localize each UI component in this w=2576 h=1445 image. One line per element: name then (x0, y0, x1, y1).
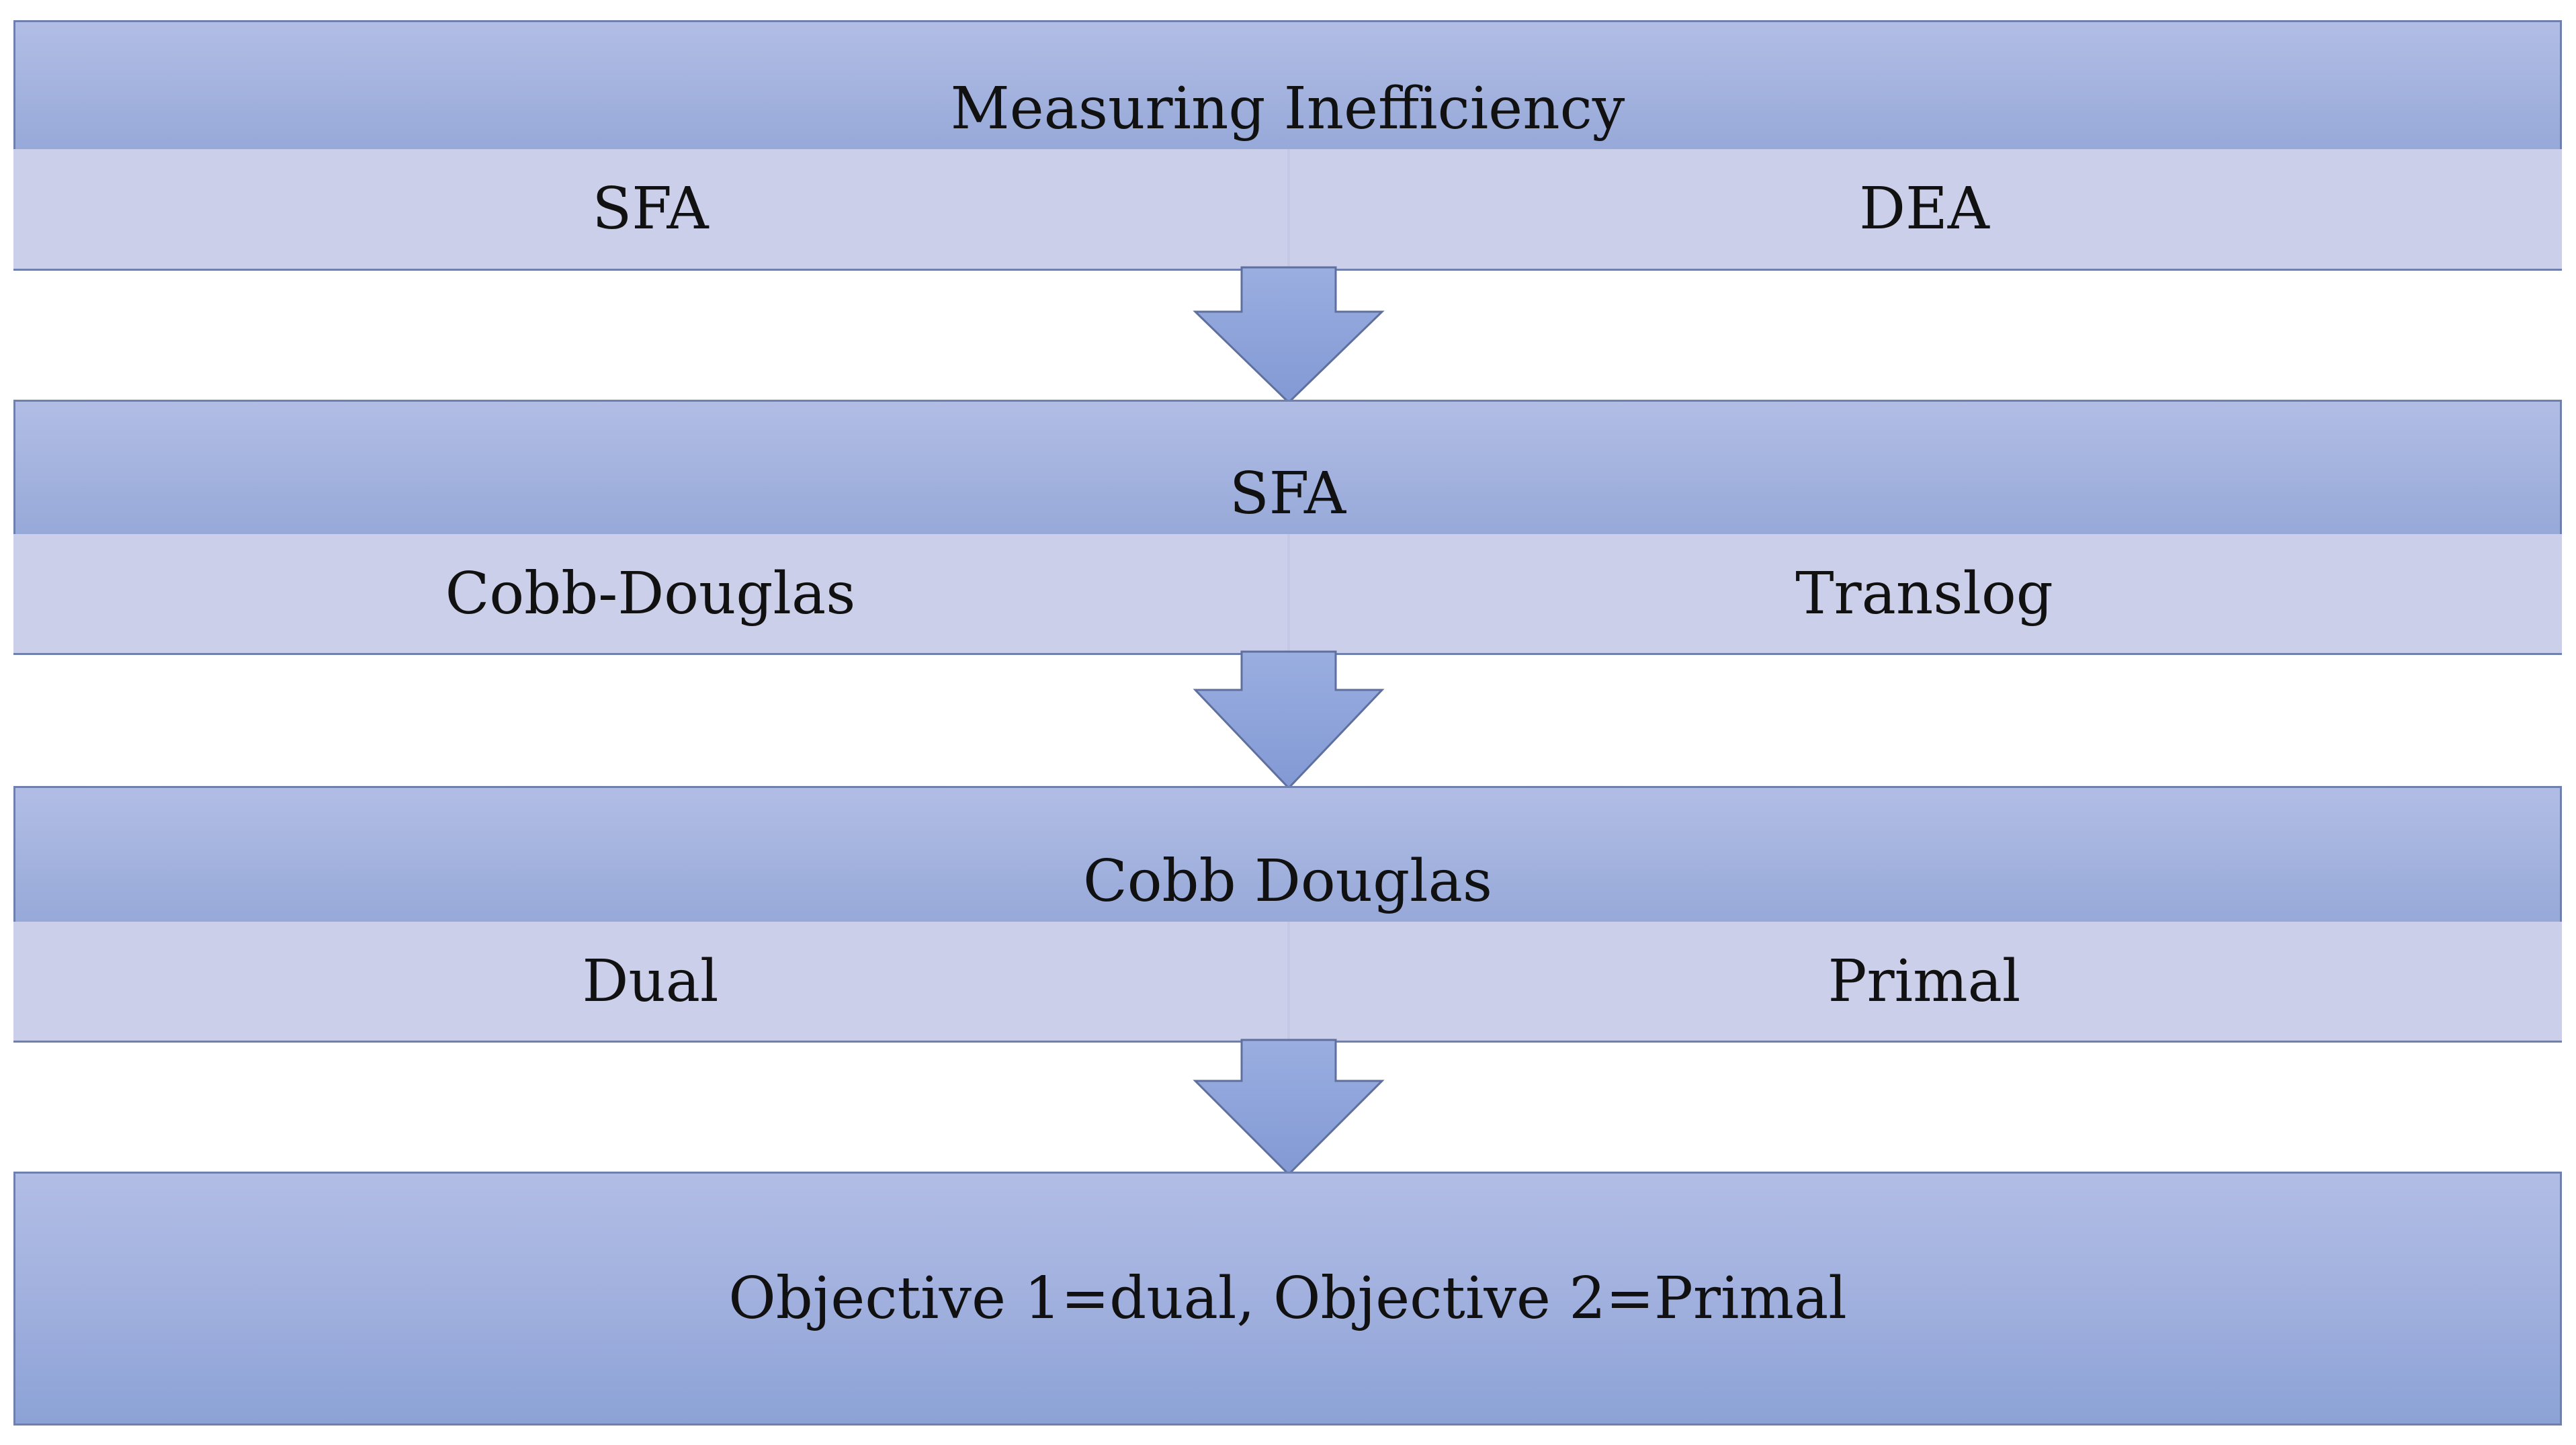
level-1-divider (1287, 149, 1290, 269)
level-3-option-right: Primal (1828, 947, 2021, 1015)
level-2-divider (1287, 534, 1290, 653)
objective-box: Objective 1=dual, Objective 2=Primal (13, 1172, 2562, 1426)
level-1-option-right: DEA (1859, 175, 1989, 243)
level-2-option-left: Cobb-Douglas (445, 560, 856, 627)
level-1-option-left: SFA (592, 175, 709, 243)
down-arrow-icon (1191, 266, 1386, 405)
level-3-options: Dual Primal (13, 922, 2562, 1043)
level-3-divider (1287, 922, 1290, 1041)
objective-text: Objective 1=dual, Objective 2=Primal (728, 1265, 1847, 1332)
level-1-header: Measuring Inefficiency (13, 20, 2562, 149)
level-1-title: Measuring Inefficiency (950, 75, 1625, 142)
down-arrow-icon (1191, 1039, 1386, 1177)
level-2-title: SFA (1229, 460, 1346, 527)
level-2-option-right: Translog (1795, 560, 2053, 627)
level-3-title: Cobb Douglas (1082, 848, 1493, 915)
down-arrow-icon (1191, 650, 1386, 791)
level-2-options: Cobb-Douglas Translog (13, 534, 2562, 655)
level-3-header: Cobb Douglas (13, 786, 2562, 922)
level-2-header: SFA (13, 400, 2562, 534)
level-1-options: SFA DEA (13, 149, 2562, 271)
level-3-option-left: Dual (582, 947, 719, 1015)
